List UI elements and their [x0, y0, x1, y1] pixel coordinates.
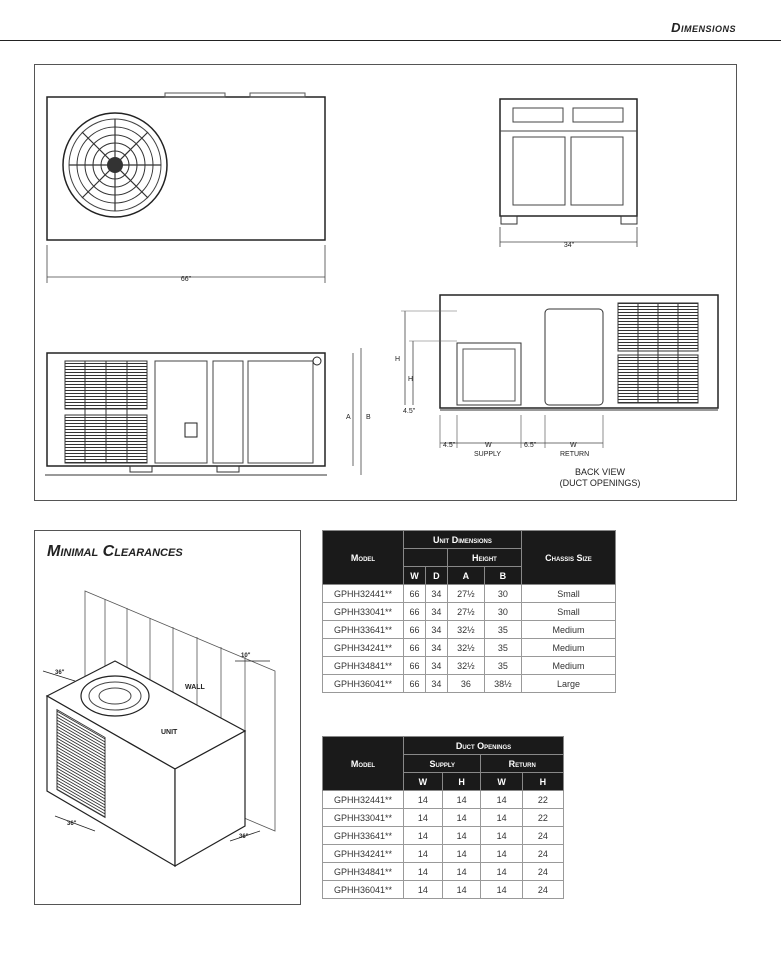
- page-title: Dimensions: [671, 20, 736, 35]
- dim-w2: W: [570, 442, 577, 449]
- duct-openings-label: (DUCT OPENINGS): [560, 478, 641, 488]
- dim-h2: H: [408, 376, 413, 383]
- header-supply: Supply: [402, 754, 482, 773]
- header-supply-w: W: [403, 772, 443, 791]
- table-row: GPHH36041** 14 14 14 24: [322, 880, 565, 899]
- unit-label: UNIT: [161, 729, 178, 736]
- clearances-drawing: WALL UNIT 36" 10" 36" 36": [42, 590, 276, 868]
- dim-34: 34": [564, 242, 575, 249]
- back-view-drawing: H H 4.5" 4.5" W 6.5" W SUPPLY RETURN BAC…: [395, 294, 719, 488]
- dim-a: A: [346, 414, 351, 421]
- header-chassis-size: Chassis Size: [520, 530, 617, 585]
- dim-b: B: [366, 414, 371, 421]
- page-header: Dimensions: [0, 0, 781, 41]
- header-return-h: H: [521, 772, 565, 791]
- clearances-title: Minimal Clearances: [47, 543, 183, 560]
- table-row: GPHH32441** 66 34 27½ 30 Small: [322, 584, 617, 603]
- back-view-label: BACK VIEW: [575, 467, 626, 477]
- dim-45b: 4.5": [443, 442, 456, 449]
- duct-openings-table: Model Duct Openings Supply Return W H W …: [322, 736, 565, 899]
- table-row: GPHH34841** 66 34 32½ 35 Medium: [322, 656, 617, 675]
- supply-label: SUPPLY: [474, 451, 501, 458]
- header-height: Height: [446, 548, 522, 567]
- dimension-drawings-panel: 66" 34": [34, 64, 737, 501]
- dim-66: 66": [181, 276, 192, 283]
- dim-45a: 4.5": [403, 408, 416, 415]
- table-row: GPHH32441** 14 14 14 22: [322, 790, 565, 809]
- header-b: B: [483, 566, 522, 585]
- clearance-front: 36": [67, 821, 77, 827]
- table-row: GPHH33041** 14 14 14 22: [322, 808, 565, 827]
- dimension-drawings: 66" 34": [45, 92, 719, 488]
- wall-label: WALL: [185, 684, 206, 691]
- front-view-drawing: A B: [45, 348, 371, 476]
- header-d: D: [424, 566, 448, 585]
- clearance-left: 36": [55, 670, 65, 676]
- header-a: A: [446, 566, 485, 585]
- clearance-wall: 10": [241, 653, 251, 659]
- table-row: GPHH34841** 14 14 14 24: [322, 862, 565, 881]
- table-row: GPHH33641** 14 14 14 24: [322, 826, 565, 845]
- dim-65: 6.5": [524, 442, 537, 449]
- header-unit-dimensions: Unit Dimensions: [403, 530, 522, 549]
- clearance-right: 36": [239, 834, 249, 840]
- return-label: RETURN: [560, 451, 589, 458]
- unit-dimensions-table: Model Unit Dimensions Chassis Size Heigh…: [322, 530, 617, 693]
- header-return: Return: [480, 754, 564, 773]
- header-model: Model: [322, 530, 404, 585]
- table-row: GPHH33641** 66 34 32½ 35 Medium: [322, 620, 617, 639]
- header-duct-openings: Duct Openings: [403, 736, 564, 755]
- dim-h1: H: [395, 356, 400, 363]
- top-view-drawing: 66": [46, 92, 326, 283]
- header-return-w: W: [480, 772, 523, 791]
- header-model: Model: [322, 736, 404, 791]
- dim-w1: W: [485, 442, 492, 449]
- side-view-drawing: 34": [499, 98, 638, 249]
- header-supply-h: H: [441, 772, 482, 791]
- table-row: GPHH36041** 66 34 36 38½ Large: [322, 674, 617, 693]
- table-row: GPHH33041** 66 34 27½ 30 Small: [322, 602, 617, 621]
- table-row: GPHH34241** 66 34 32½ 35 Medium: [322, 638, 617, 657]
- minimal-clearances-panel: Minimal Clearances WALL UNIT: [34, 530, 301, 905]
- table-row: GPHH34241** 14 14 14 24: [322, 844, 565, 863]
- header-w: W: [403, 566, 426, 585]
